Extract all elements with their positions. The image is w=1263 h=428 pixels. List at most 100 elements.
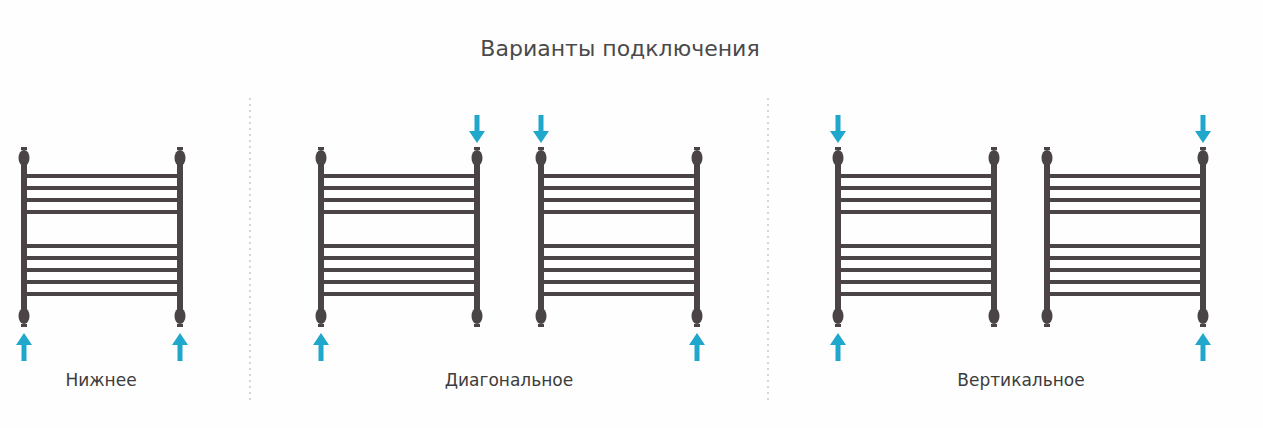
rail-cap bbox=[19, 308, 30, 324]
rail-knob bbox=[1200, 305, 1206, 308]
rail-cap bbox=[19, 150, 30, 166]
rail-post bbox=[538, 158, 544, 316]
rail-knob bbox=[1200, 166, 1206, 169]
rail-bar bbox=[838, 210, 994, 214]
separator bbox=[249, 98, 251, 400]
rail-cap bbox=[1198, 150, 1209, 166]
rail-bar bbox=[24, 256, 180, 260]
rail-cap bbox=[472, 150, 483, 166]
rail-knob bbox=[318, 166, 324, 169]
rail-knob bbox=[177, 166, 183, 169]
flow-arrow bbox=[319, 344, 324, 361]
rail-bar bbox=[24, 280, 180, 284]
flow-arrow-head bbox=[830, 131, 846, 143]
rail-cap bbox=[989, 150, 1000, 166]
rail-bar bbox=[838, 186, 994, 190]
flow-arrow bbox=[836, 344, 841, 361]
rail-bar bbox=[1047, 244, 1203, 248]
rail-cap bbox=[316, 308, 327, 324]
flow-arrow-head bbox=[313, 333, 329, 345]
rail-bar bbox=[541, 244, 697, 248]
rail-bar bbox=[24, 292, 180, 296]
rail-post bbox=[694, 158, 700, 316]
connection-type-label: Вертикальное bbox=[957, 370, 1084, 390]
rail-knob bbox=[694, 324, 700, 327]
rail-cap bbox=[175, 308, 186, 324]
rail-bar bbox=[24, 244, 180, 248]
flow-arrow-head bbox=[830, 333, 846, 345]
rail-bar bbox=[838, 256, 994, 260]
flow-arrow-head bbox=[172, 333, 188, 345]
rail-knob bbox=[538, 147, 544, 150]
rail-knob bbox=[474, 166, 480, 169]
rail-bar bbox=[24, 174, 180, 178]
rail-bar bbox=[838, 280, 994, 284]
flow-arrow-head bbox=[16, 333, 32, 345]
rail-bar bbox=[321, 186, 477, 190]
rail-bar bbox=[541, 174, 697, 178]
rail-knob bbox=[835, 324, 841, 327]
flow-arrow bbox=[475, 115, 480, 132]
rail-knob bbox=[991, 305, 997, 308]
rail-cap bbox=[472, 308, 483, 324]
rail-bar bbox=[838, 244, 994, 248]
flow-arrow bbox=[178, 344, 183, 361]
rail-knob bbox=[21, 305, 27, 308]
rail-knob bbox=[538, 305, 544, 308]
rail-bar bbox=[24, 198, 180, 202]
rail-cap bbox=[175, 150, 186, 166]
rail-cap bbox=[536, 150, 547, 166]
rail-bar bbox=[1047, 198, 1203, 202]
flow-arrow bbox=[539, 115, 544, 132]
rail-bar bbox=[541, 268, 697, 272]
rail-cap bbox=[833, 150, 844, 166]
rail-knob bbox=[991, 166, 997, 169]
rail-cap bbox=[989, 308, 1000, 324]
rail-knob bbox=[694, 147, 700, 150]
rail-bar bbox=[541, 292, 697, 296]
rail-knob bbox=[474, 324, 480, 327]
rail-bar bbox=[24, 186, 180, 190]
rail-knob bbox=[835, 305, 841, 308]
rail-knob bbox=[21, 166, 27, 169]
rail-knob bbox=[177, 324, 183, 327]
rail-knob bbox=[177, 305, 183, 308]
rail-post bbox=[1200, 158, 1206, 316]
rail-knob bbox=[1044, 305, 1050, 308]
rail-bar bbox=[321, 292, 477, 296]
rail-knob bbox=[1200, 324, 1206, 327]
rail-bar bbox=[321, 198, 477, 202]
rail-knob bbox=[1200, 147, 1206, 150]
rail-bar bbox=[1047, 210, 1203, 214]
rail-post bbox=[991, 158, 997, 316]
rail-knob bbox=[21, 324, 27, 327]
rail-bar bbox=[321, 280, 477, 284]
flow-arrow bbox=[1201, 115, 1206, 132]
rail-knob bbox=[991, 147, 997, 150]
rail-bar bbox=[838, 292, 994, 296]
rail-bar bbox=[541, 280, 697, 284]
rail-post bbox=[21, 158, 27, 316]
rail-knob bbox=[318, 147, 324, 150]
rail-knob bbox=[1044, 166, 1050, 169]
rail-post bbox=[474, 158, 480, 316]
rail-post bbox=[1044, 158, 1050, 316]
rail-bar bbox=[1047, 280, 1203, 284]
rail-knob bbox=[1044, 147, 1050, 150]
rail-knob bbox=[991, 324, 997, 327]
rail-knob bbox=[21, 147, 27, 150]
rail-knob bbox=[538, 324, 544, 327]
rail-knob bbox=[474, 305, 480, 308]
flow-arrow-head bbox=[1195, 333, 1211, 345]
connection-type-label: Нижнее bbox=[65, 370, 136, 390]
rail-bar bbox=[838, 174, 994, 178]
rail-bar bbox=[1047, 268, 1203, 272]
flow-arrow bbox=[1201, 344, 1206, 361]
rail-knob bbox=[835, 166, 841, 169]
rail-bar bbox=[541, 256, 697, 260]
flow-arrow-head bbox=[1195, 131, 1211, 143]
rail-cap bbox=[692, 308, 703, 324]
rail-bar bbox=[321, 174, 477, 178]
rail-bar bbox=[838, 268, 994, 272]
rail-cap bbox=[833, 308, 844, 324]
